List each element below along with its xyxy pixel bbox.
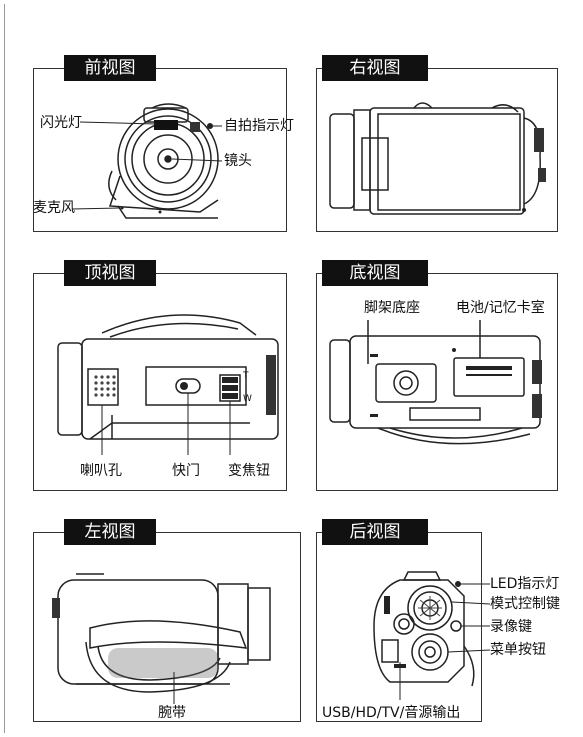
speaker-label: 喇叭孔 (80, 463, 122, 479)
zoom-w-mark: W (243, 394, 252, 404)
zoom-t-mark: T (243, 371, 249, 381)
left-view-camera (52, 573, 271, 704)
menu-button-label: 菜单按钮 (490, 642, 546, 658)
page-frame (4, 4, 578, 733)
microphone-label: 麦克风 (33, 200, 75, 216)
record-button-label: 录像键 (490, 619, 532, 635)
left-view-title: 左视图 (64, 519, 156, 545)
bottom-view-camera (329, 320, 542, 445)
shutter-label: 快门 (172, 463, 200, 479)
battery-label: 电池/记忆卡室 (456, 300, 545, 316)
led-indicator-label: LED指示灯 (490, 576, 560, 592)
front-view-camera (71, 103, 223, 219)
strap-label: 腕带 (158, 705, 186, 721)
front-view-panel (33, 68, 287, 232)
back-view-title: 后视图 (322, 519, 428, 545)
top-view-title: 顶视图 (64, 260, 156, 286)
top-view-panel (33, 273, 287, 491)
top-view-camera (57, 314, 279, 455)
front-view-title: 前视图 (64, 55, 156, 81)
right-view-camera (329, 102, 546, 215)
ports-label: USB/HD/TV/音源输出 (322, 705, 461, 721)
flash-label: 闪光灯 (40, 115, 82, 131)
mode-dial-label: 模式控制键 (490, 596, 560, 612)
right-view-title: 右视图 (322, 55, 428, 81)
lens-label: 镜头 (224, 153, 252, 169)
bottom-view-title: 底视图 (322, 260, 428, 286)
zoom-label: 变焦钮 (228, 463, 270, 479)
self-timer-lamp-label: 自拍指示灯 (224, 118, 294, 134)
tripod-label: 脚架底座 (364, 300, 420, 316)
bottom-view-panel (316, 273, 558, 491)
right-view-panel (316, 68, 558, 232)
back-view-camera (373, 571, 491, 700)
back-view-panel (316, 532, 482, 722)
